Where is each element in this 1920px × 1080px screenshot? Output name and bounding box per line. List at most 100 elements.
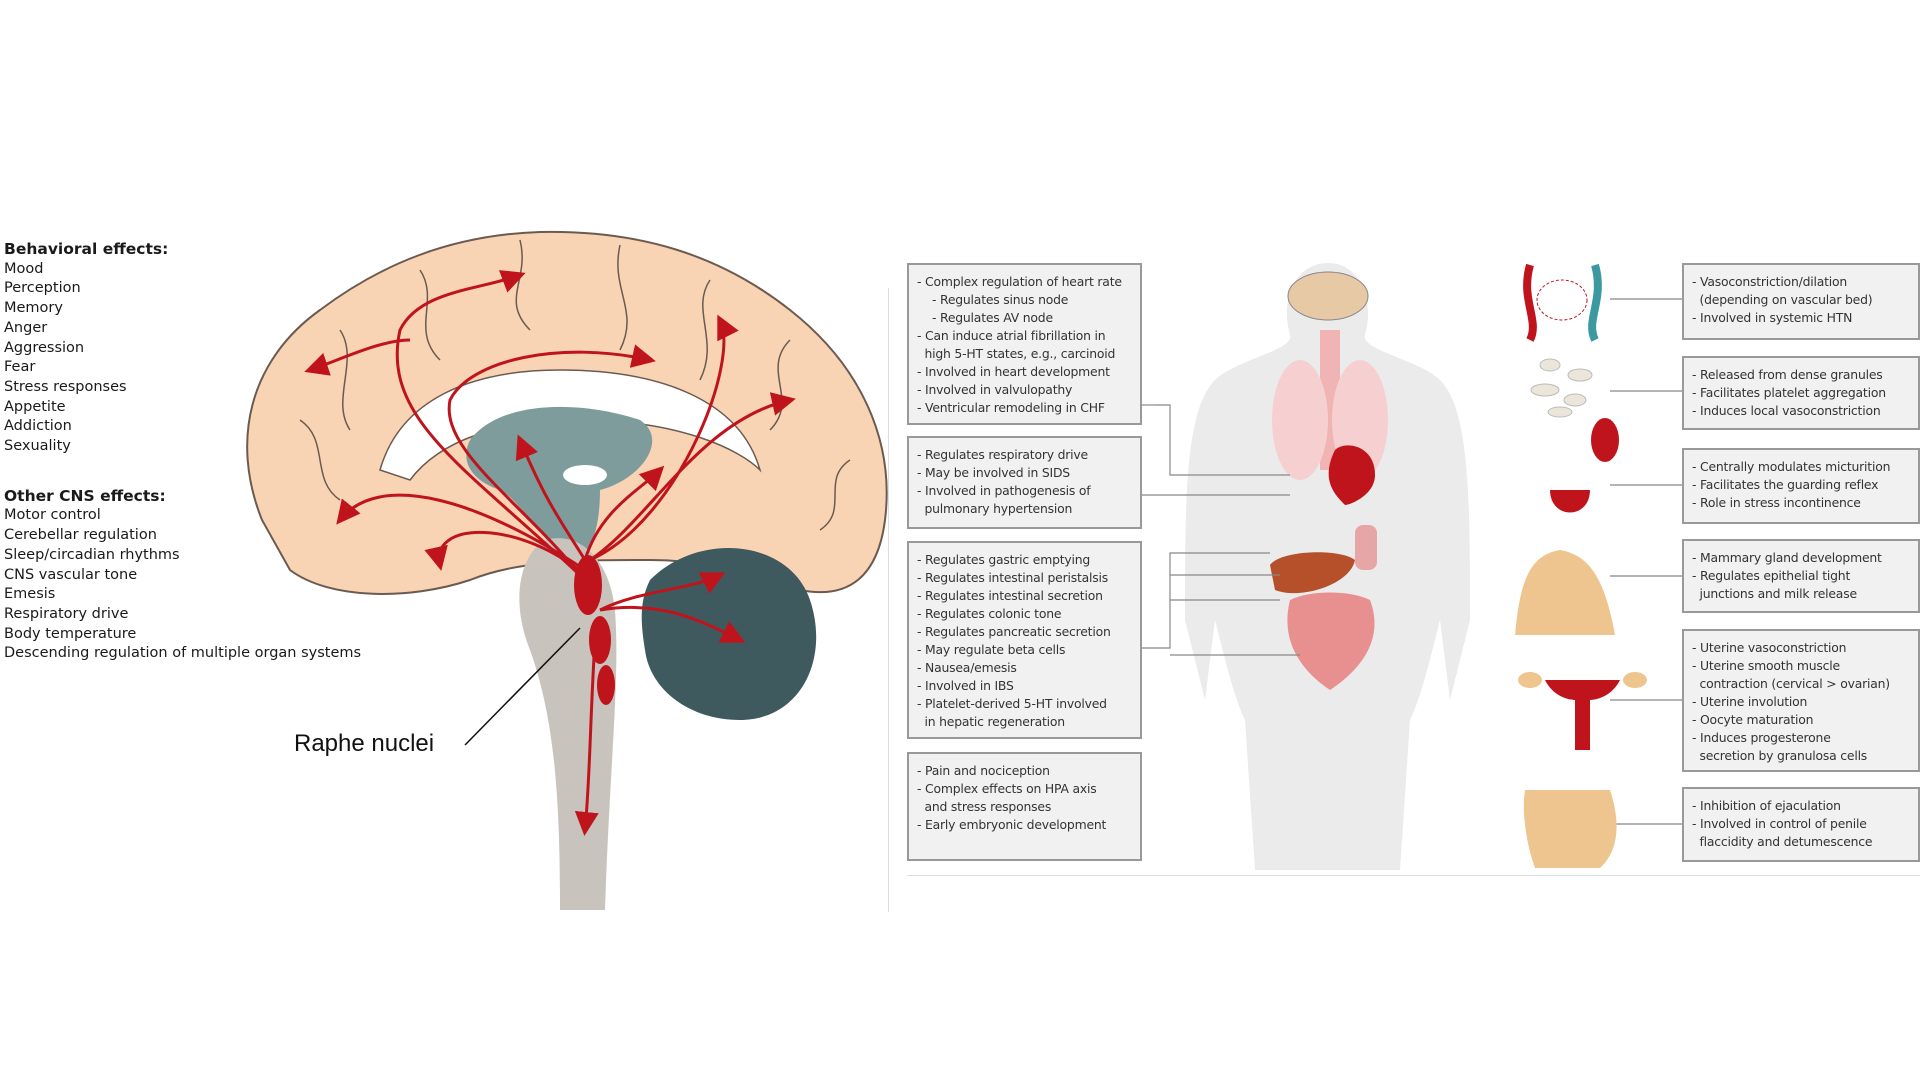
- lung-effects-box: - Regulates respiratory drive - May be in…: [907, 436, 1142, 529]
- effect-line: contraction (cervical > ovarian): [1692, 676, 1890, 691]
- behavioral-effect-item: Perception: [4, 280, 81, 297]
- effect-line: - Involved in control of penile: [1692, 816, 1867, 831]
- effect-line: - Oocyte maturation: [1692, 712, 1814, 727]
- behavioral-effect-item: Stress responses: [4, 378, 127, 395]
- blood-vessels-icon: [1523, 263, 1602, 342]
- effect-line: - May regulate beta cells: [917, 642, 1066, 657]
- effect-line: - Regulates colonic tone: [917, 606, 1062, 621]
- effect-line: - Regulates intestinal secretion: [917, 588, 1103, 603]
- brain-icon: [1287, 271, 1369, 321]
- effect-line: - Complex effects on HPA axis: [917, 781, 1097, 796]
- behavioral-effect-item: Addiction: [4, 418, 72, 435]
- effect-line: - Facilitates platelet aggregation: [1692, 385, 1886, 400]
- brainstem: [519, 538, 617, 910]
- effect-line: - Mammary gland development: [1692, 550, 1882, 565]
- kidney-bladder-icon: [1550, 418, 1619, 513]
- other-cns-effect-item: Body temperature: [4, 625, 137, 642]
- effect-line: - Platelet-derived 5-HT involved: [917, 696, 1107, 711]
- effect-line: - Uterine smooth muscle: [1692, 658, 1840, 673]
- other-cns-effect-item: Sleep/circadian rhythms: [4, 546, 180, 563]
- effect-line: - Uterine involution: [1692, 694, 1808, 709]
- effect-line: - Involved in heart development: [917, 364, 1110, 379]
- effect-line: - Can induce atrial fibrillation in: [917, 328, 1106, 343]
- heart-icon: [1328, 445, 1375, 505]
- connector-lines-right: [1610, 298, 1682, 825]
- effect-line: - Involved in pathogenesis of: [917, 483, 1091, 498]
- effect-line: - Early embryonic development: [917, 817, 1107, 832]
- lung-left: [1272, 360, 1328, 480]
- connector-lines-left: [1141, 404, 1300, 656]
- male-reproductive-effects-box: - Inhibition of ejaculation - Involved in…: [1682, 787, 1920, 862]
- heart-effects-box: - Complex regulation of heart rate - Reg…: [907, 263, 1142, 425]
- effect-line: - Vasoconstriction/dilation: [1692, 274, 1848, 289]
- effect-line: - Pain and nociception: [917, 763, 1050, 778]
- other-cns-effect-item: Descending regulation of multiple organ …: [4, 645, 362, 662]
- effect-line: - Role in stress incontinence: [1692, 495, 1861, 510]
- effect-line: - Complex regulation of heart rate: [917, 274, 1122, 289]
- platelet-effects-box: - Released from dense granules - Facilita…: [1682, 356, 1920, 430]
- other-cns-effects-heading: Other CNS effects:: [4, 486, 166, 505]
- effect-line: - Induces local vasoconstriction: [1692, 403, 1881, 418]
- gi-effects-box: - Regulates gastric emptying - Regulates …: [907, 541, 1142, 739]
- effect-line: - Regulates AV node: [917, 310, 1053, 325]
- other-cns-effect-item: Respiratory drive: [4, 605, 129, 622]
- uterus-ovaries-icon: [1518, 672, 1647, 750]
- liver-icon: [1270, 552, 1355, 594]
- raphe-nuclei-label: Raphe nuclei: [294, 730, 435, 757]
- ventricle: [563, 465, 607, 485]
- panel-divider: [888, 288, 889, 912]
- male-pelvis-icon: [1523, 790, 1617, 868]
- urinary-effects-box: - Centrally modulates micturition - Facil…: [1682, 448, 1920, 524]
- effect-line: - Centrally modulates micturition: [1692, 459, 1891, 474]
- effect-line: flaccidity and detumescence: [1692, 834, 1873, 849]
- cns-other-effects-box: - Pain and nociception - Complex effects …: [907, 752, 1142, 861]
- effect-line: - Uterine vasoconstriction: [1692, 640, 1847, 655]
- effect-line: - Inhibition of ejaculation: [1692, 798, 1841, 813]
- behavioral-effect-item: Aggression: [4, 339, 85, 356]
- breasts-icon: [1515, 550, 1615, 635]
- other-cns-effect-item: Emesis: [4, 586, 56, 603]
- behavioral-effect-item: Memory: [4, 300, 63, 317]
- effect-line: - May be involved in SIDS: [917, 465, 1070, 480]
- effect-line: - Ventricular remodeling in CHF: [917, 400, 1105, 415]
- effect-line: - Involved in IBS: [917, 678, 1014, 693]
- effect-line: - Regulates pancreatic secretion: [917, 624, 1111, 639]
- platelets-icon: [1530, 358, 1593, 418]
- other-cns-effect-item: Motor control: [4, 507, 101, 524]
- behavioral-effect-item: Fear: [4, 359, 36, 376]
- effect-line: - Regulates sinus node: [917, 292, 1069, 307]
- raphe-nuclei: [574, 555, 615, 705]
- breast-effects-box: - Mammary gland development- Regulates e…: [1682, 539, 1920, 613]
- effect-line: pulmonary hypertension: [917, 501, 1073, 516]
- thalamus: [466, 406, 653, 560]
- behavioral-effect-item: Anger: [4, 319, 48, 336]
- effect-line: - Nausea/emesis: [917, 660, 1017, 675]
- effect-line: - Facilitates the guarding reflex: [1692, 477, 1879, 492]
- effect-line: and stress responses: [917, 799, 1052, 814]
- behavioral-effect-item: Appetite: [4, 398, 66, 415]
- baseline-rule: [907, 875, 1920, 876]
- effect-line: - Involved in valvulopathy: [917, 382, 1073, 397]
- effect-line: - Regulates intestinal peristalsis: [917, 570, 1109, 585]
- behavioral-effect-item: Sexuality: [4, 438, 71, 455]
- effect-line: in hepatic regeneration: [917, 714, 1065, 729]
- effect-line: (depending on vascular bed): [1692, 292, 1873, 307]
- other-cns-effect-item: CNS vascular tone: [4, 566, 138, 583]
- stomach-icon: [1355, 525, 1377, 570]
- behavioral-effects-heading: Behavioral effects:: [4, 240, 169, 258]
- vascular-effects-box: - Vasoconstriction/dilation (depending o…: [1682, 263, 1920, 340]
- female-reproductive-effects-box: - Uterine vasoconstriction - Uterine smoo…: [1682, 629, 1920, 772]
- effect-line: - Involved in systemic HTN: [1692, 310, 1853, 325]
- effect-line: - Released from dense granules: [1692, 367, 1883, 382]
- effect-line: - Induces progesterone: [1692, 730, 1831, 745]
- effect-line: - Regulates respiratory drive: [917, 447, 1088, 462]
- effect-line: - Regulates gastric emptying: [917, 552, 1091, 567]
- other-cns-effect-item: Cerebellar regulation: [4, 527, 157, 544]
- effect-line: junctions and milk release: [1692, 586, 1857, 601]
- effect-line: secretion by granulosa cells: [1692, 748, 1868, 763]
- behavioral-effect-item: Mood: [4, 260, 44, 277]
